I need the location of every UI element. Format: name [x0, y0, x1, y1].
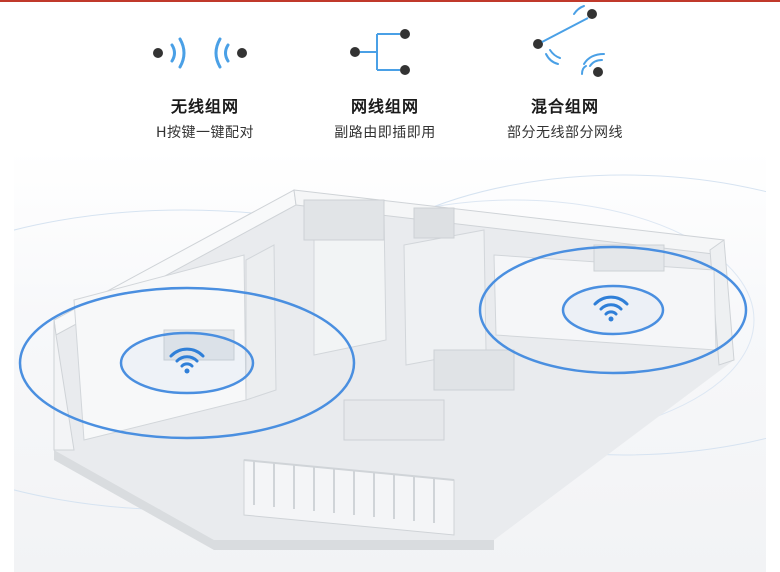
feature-title: 网线组网 — [350, 97, 419, 116]
floorplan-svg — [14, 174, 766, 550]
shelf-unit — [303, 199, 385, 241]
hybrid-network-icon — [520, 2, 610, 82]
feature-subtitle: 副路由即插即用 — [334, 125, 436, 141]
floorplan-illustration — [14, 150, 766, 572]
partition-a — [245, 244, 277, 401]
feature-row: 无线组网 H按键一键配对 网线组网 副路由即插即用 — [0, 0, 780, 150]
window-block — [413, 207, 455, 239]
desk-block — [163, 329, 235, 361]
balcony-railing — [243, 459, 455, 523]
coverage-ring-left-outer — [18, 286, 356, 440]
wifi-icon — [593, 295, 629, 322]
feature-subtitle: H按键一键配对 — [155, 125, 255, 141]
feature-hybrid: 混合组网 部分无线部分网线 — [465, 0, 665, 150]
coverage-ring-right-inner — [561, 284, 665, 336]
floor-edge — [54, 450, 494, 550]
feature-wired: 网线组网 副路由即插即用 — [285, 0, 485, 150]
wireless-signal-icon — [150, 30, 260, 76]
kitchen-counter — [433, 349, 515, 391]
partition-c — [403, 229, 487, 366]
feature-title: 无线组网 — [170, 97, 239, 116]
sofa-block — [343, 399, 445, 441]
wifi-icon — [169, 347, 205, 374]
coverage-ring-right-outer — [478, 245, 748, 375]
top-border — [0, 0, 780, 2]
wired-network-icon — [345, 24, 425, 80]
feature-wireless: 无线组网 H按键一键配对 — [105, 0, 305, 150]
feature-subtitle: 部分无线部分网线 — [507, 125, 623, 141]
feature-title: 混合组网 — [530, 97, 599, 116]
wall-west — [53, 319, 75, 451]
